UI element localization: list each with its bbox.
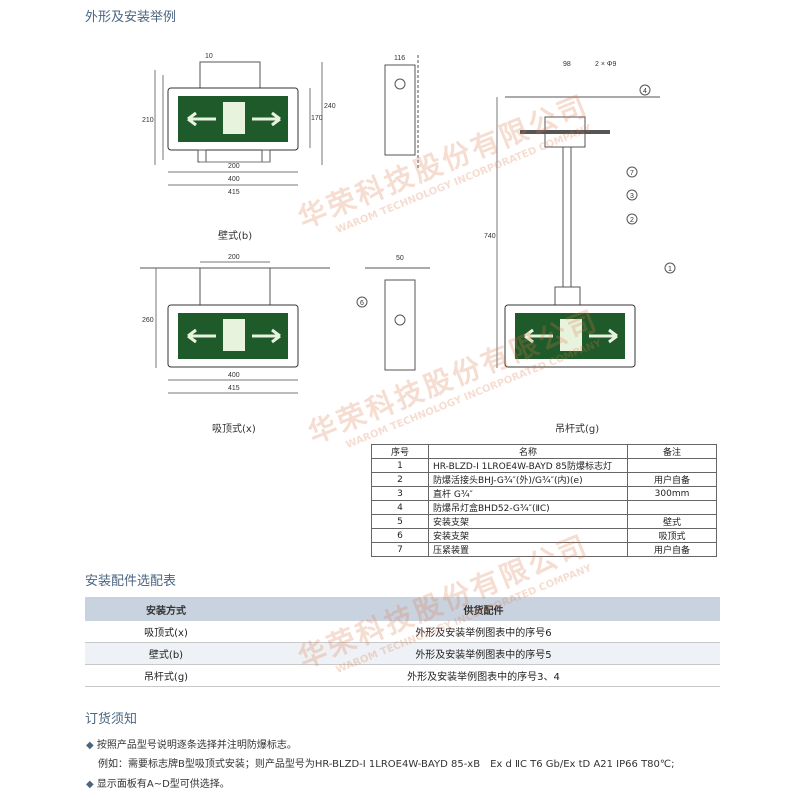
svg-text:1: 1: [668, 266, 672, 273]
svg-text:10: 10: [205, 53, 213, 60]
svg-text:240: 240: [324, 103, 336, 110]
ceiling-mount-front-view: 200 260 400 415: [140, 254, 330, 394]
caption-wall: 壁式(b): [218, 231, 253, 242]
table-cell: 吸顶式: [627, 528, 717, 543]
section-title-dimensions: 外形及安装举例: [85, 10, 177, 25]
table-cell: 外形及安装举例图表中的序号6: [247, 621, 720, 643]
svg-text:260: 260: [142, 317, 154, 324]
table-cell: 壁式(b): [85, 642, 247, 665]
table-cell: [627, 500, 717, 515]
table-cell: 用户自备: [627, 542, 717, 557]
svg-text:6: 6: [360, 300, 364, 307]
svg-text:2 × Φ9: 2 × Φ9: [595, 61, 616, 68]
svg-text:400: 400: [228, 372, 240, 379]
pendant-mount-view: 98 2 × Φ9 740 4 7 3 2 1: [484, 61, 676, 369]
wall-mount-side-view: 116: [384, 55, 419, 170]
table-row: 吊杆式(g)外形及安装举例图表中的序号3、4: [85, 664, 720, 687]
caption-pendant: 吊杆式(g): [555, 424, 600, 435]
table-cell: [627, 458, 717, 473]
svg-text:4: 4: [643, 88, 647, 95]
caption-ceiling: 吸顶式(x): [212, 424, 256, 435]
table-cell: 6: [371, 528, 429, 543]
table-cell: 7: [371, 542, 429, 557]
svg-text:415: 415: [228, 189, 240, 196]
table-cell: 安装支架: [428, 528, 628, 543]
svg-text:740: 740: [484, 233, 496, 240]
table-cell: 外形及安装举例图表中的序号5: [247, 642, 720, 665]
table-cell: 直杆 G¾″: [428, 486, 628, 501]
svg-text:170: 170: [311, 115, 323, 122]
table-cell: 2: [371, 472, 429, 487]
svg-text:7: 7: [630, 170, 634, 177]
table-cell: 吊杆式(g): [85, 664, 247, 687]
svg-text:98: 98: [563, 61, 571, 68]
table-cell: 外形及安装举例图表中的序号3、4: [247, 664, 720, 687]
note-1: ◆ 按照产品型号说明逐条选择并注明防爆标志。: [86, 740, 297, 751]
table-row: 壁式(b)外形及安装举例图表中的序号5: [85, 642, 720, 665]
table-row: 吸顶式(x)外形及安装举例图表中的序号6: [85, 621, 720, 643]
installation-drawings: 10 210 240 170 200 400 415 116 200 260 4…: [140, 53, 676, 394]
table-cell: 压紧装置: [428, 542, 628, 557]
svg-text:3: 3: [630, 193, 634, 200]
table-cell: 300mm: [627, 486, 717, 501]
table-cell: 5: [371, 514, 429, 529]
table-cell: 吸顶式(x): [85, 621, 247, 643]
table-cell: 用户自备: [627, 472, 717, 487]
table-cell: 安装支架: [428, 514, 628, 529]
table-cell: 3: [371, 486, 429, 501]
table-cell: 防爆吊灯盒BHD52-G¾″(ⅡC): [428, 500, 628, 515]
svg-text:2: 2: [630, 217, 634, 224]
section-title-accessories: 安装配件选配表: [85, 574, 177, 589]
table-cell: 4: [371, 500, 429, 515]
note-2: ◆ 显示面板有A~D型可供选择。: [86, 779, 230, 790]
table-cell: 1: [371, 458, 429, 473]
wall-mount-front-view: 10 210 240 170 200 400 415: [142, 53, 336, 196]
svg-text:116: 116: [394, 55, 405, 62]
note-example: 例如：需要标志牌B型吸顶式安装；则产品型号为HR-BLZD-Ⅰ 1LROE4W-…: [98, 759, 675, 770]
table-cell: 防爆活接头BHJ-G¾″(外)/G¾″(内)(e): [428, 472, 628, 487]
svg-text:210: 210: [142, 117, 154, 124]
table-cell: 壁式: [627, 514, 717, 529]
ceiling-mount-side-view: 50 6: [356, 255, 430, 371]
svg-text:50: 50: [396, 255, 404, 262]
svg-text:400: 400: [228, 176, 240, 183]
section-title-ordering: 订货须知: [85, 712, 138, 727]
svg-text:415: 415: [228, 385, 240, 392]
table-cell: HR-BLZD-Ⅰ 1LROE4W-BAYD 85防爆标志灯: [428, 458, 628, 473]
svg-text:200: 200: [228, 254, 240, 261]
svg-text:200: 200: [228, 163, 240, 170]
